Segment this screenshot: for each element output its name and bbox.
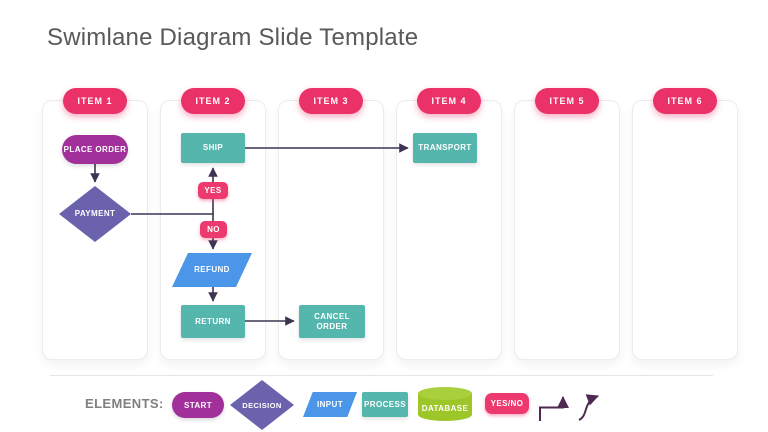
legend-item-label: DECISION bbox=[242, 400, 282, 410]
legend-input-shape: INPUT bbox=[303, 392, 357, 417]
process-node-transport: TRANSPORT bbox=[413, 133, 477, 163]
elbow-arrow-icon bbox=[539, 396, 569, 421]
node-label: CANCEL ORDER bbox=[314, 311, 350, 331]
yes-branch-badge: YES bbox=[198, 182, 228, 199]
legend-item-label: INPUT bbox=[317, 400, 343, 409]
node-label: SHIP bbox=[202, 143, 224, 152]
swimlane-item-6: ITEM 6 bbox=[632, 88, 738, 360]
legend-item-label: YES/NO bbox=[490, 399, 524, 408]
legend-item-label: PROCESS bbox=[364, 400, 406, 409]
legend-decision-shape: DECISION bbox=[230, 380, 294, 430]
node-label: NO bbox=[207, 224, 220, 234]
lane-badge-label: ITEM 4 bbox=[431, 96, 467, 106]
node-label: PLACE ORDER bbox=[63, 144, 127, 154]
node-label: TRANSPORT bbox=[418, 143, 472, 152]
node-label: PAYMENT bbox=[74, 209, 116, 218]
page-title: Swimlane Diagram Slide Template bbox=[47, 24, 419, 51]
database-cylinder-icon bbox=[418, 387, 472, 421]
legend-yesno-shape: YES/NO bbox=[485, 393, 529, 414]
lane-badge-label: ITEM 5 bbox=[549, 96, 585, 106]
swimlane-item-5: ITEM 5 bbox=[514, 88, 620, 360]
node-label: RETURN bbox=[195, 316, 231, 326]
legend-start-shape: START bbox=[172, 392, 224, 418]
swimlane-item-3: ITEM 3 bbox=[278, 88, 384, 360]
legend-process-shape: PROCESS bbox=[362, 392, 408, 417]
legend-item-label: START bbox=[183, 400, 213, 410]
lane-badge-label: ITEM 2 bbox=[195, 96, 231, 106]
lane-badge-label: ITEM 3 bbox=[313, 96, 349, 106]
curved-arrow-icon bbox=[578, 394, 599, 421]
lane-badge: ITEM 4 bbox=[417, 88, 481, 114]
start-node-place-order: PLACE ORDER bbox=[62, 135, 128, 164]
process-node-return: RETURN bbox=[181, 305, 245, 338]
lane-badge: ITEM 1 bbox=[63, 88, 127, 114]
no-branch-badge: NO bbox=[200, 221, 227, 238]
node-label: YES bbox=[204, 185, 222, 195]
node-label: REFUND bbox=[194, 265, 230, 274]
lane-badge: ITEM 3 bbox=[299, 88, 363, 114]
lane-badge-label: ITEM 1 bbox=[77, 96, 113, 106]
lane-badge: ITEM 5 bbox=[535, 88, 599, 114]
lane-badge-label: ITEM 6 bbox=[667, 96, 703, 106]
lane-badge: ITEM 2 bbox=[181, 88, 245, 114]
process-node-ship: SHIP bbox=[181, 133, 245, 163]
legend-title: ELEMENTS: bbox=[85, 396, 164, 411]
lane-badge: ITEM 6 bbox=[653, 88, 717, 114]
process-node-cancel-order: CANCEL ORDER bbox=[299, 305, 365, 338]
legend-database-shape: DATABASE bbox=[417, 386, 473, 422]
legend-item-label: DATABASE bbox=[421, 403, 469, 413]
legend-divider bbox=[50, 375, 713, 376]
